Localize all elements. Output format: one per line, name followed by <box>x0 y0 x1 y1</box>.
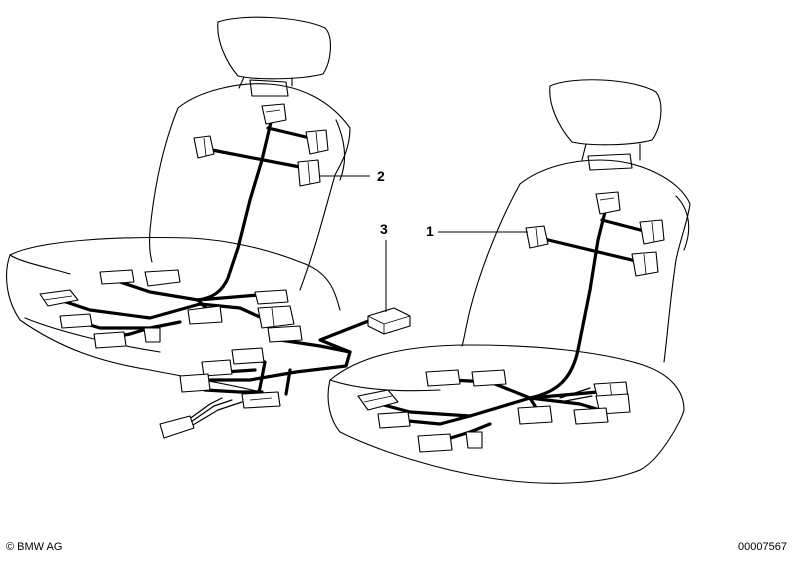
left-connectors <box>39 103 329 439</box>
connector-cushion-d <box>59 313 93 329</box>
right-seat-headrest <box>549 79 662 146</box>
connector-cushion-i <box>257 305 295 329</box>
right-harness <box>378 206 650 444</box>
connector-r-cushion-f <box>465 431 483 449</box>
connector-cushion-c <box>39 289 79 307</box>
connector-cushion-a <box>99 269 135 285</box>
connector-r-cushion-b <box>471 369 507 387</box>
connector-r-cushion-c <box>357 389 399 411</box>
callout-3: 3 <box>380 221 388 237</box>
connector-cushion-l <box>201 359 233 377</box>
connector-r-cushion-a <box>425 369 461 387</box>
right-connectors <box>357 191 665 453</box>
connector-cushion-f <box>143 327 161 343</box>
connector-cushion-m <box>179 373 211 393</box>
connector-cushion-j <box>267 325 303 343</box>
copyright-label: © BMW AG <box>6 541 63 553</box>
connector-harness-end <box>159 415 195 439</box>
connector-backrest-right-lower <box>297 159 321 187</box>
callout-1: 1 <box>426 223 434 239</box>
connector-r-backrest-right-upper <box>639 219 665 245</box>
connector-cushion-n <box>241 391 281 409</box>
connector-r-cushion-d <box>377 411 411 429</box>
connector-backrest-right-upper <box>305 129 329 155</box>
connector-cushion-e <box>93 331 127 349</box>
control-unit-3 <box>367 307 411 335</box>
connector-cushion-g <box>187 305 223 325</box>
image-number-label: 00007567 <box>738 541 787 553</box>
right-seat-backrest <box>461 159 691 363</box>
connector-backrest-left <box>193 135 215 159</box>
connector-r-backrest-top <box>595 191 621 215</box>
left-seat-backrest <box>149 83 351 291</box>
connector-r-cushion-g <box>517 405 553 425</box>
left-seat-headrest <box>217 16 331 80</box>
right-seat <box>327 79 691 484</box>
connector-cushion-k <box>231 347 265 365</box>
connector-r-cushion-e <box>417 433 453 453</box>
connector-cushion-b <box>144 269 181 287</box>
connector-backrest-top <box>261 103 287 125</box>
right-seat-cushion <box>327 344 685 484</box>
connector-cushion-h <box>254 289 289 305</box>
callout-2: 2 <box>377 168 385 184</box>
connector-r-backrest-right-lower <box>631 251 659 277</box>
connector-r-cushion-j <box>573 407 609 425</box>
connector-r-backrest-left <box>525 225 549 249</box>
